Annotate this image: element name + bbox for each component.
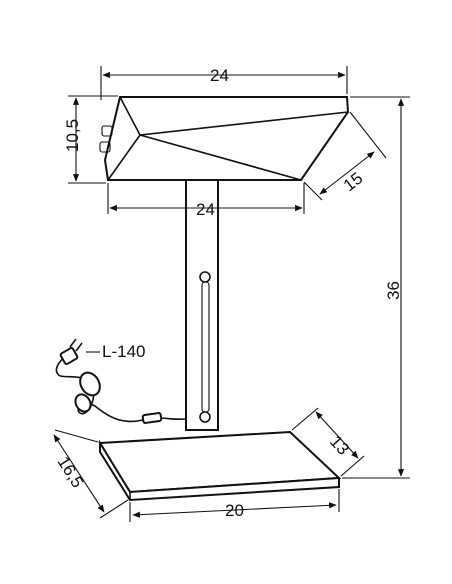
dim-base-depth-left-label: 16,5 <box>54 453 88 491</box>
dim-shade-height <box>68 95 118 184</box>
dim-shade-depth-label: 15 <box>340 169 367 196</box>
dim-shade-height-label: 10,5 <box>63 119 82 152</box>
lamp-shade <box>99 96 350 181</box>
lamp-base <box>98 430 342 502</box>
dim-shade-depth <box>303 111 387 201</box>
dim-shade-width-bottom <box>107 183 305 214</box>
dim-base-depth-left <box>53 429 129 519</box>
dim-base-depth-right-label: 13 <box>326 432 353 459</box>
dim-base-depth-right <box>291 407 365 477</box>
dim-shade-width-top <box>100 66 348 100</box>
dim-base-width <box>129 489 340 522</box>
lamp-stand <box>185 179 219 431</box>
dim-total-height-label: 36 <box>384 281 403 300</box>
power-cable <box>55 338 187 424</box>
cable-length-label: L-140 <box>102 342 145 361</box>
dim-shade-width-bottom-label: 24 <box>196 200 215 219</box>
dim-total-height <box>342 96 410 479</box>
dim-shade-width-top-label: 24 <box>210 66 229 85</box>
dim-base-width-label: 20 <box>225 501 244 520</box>
